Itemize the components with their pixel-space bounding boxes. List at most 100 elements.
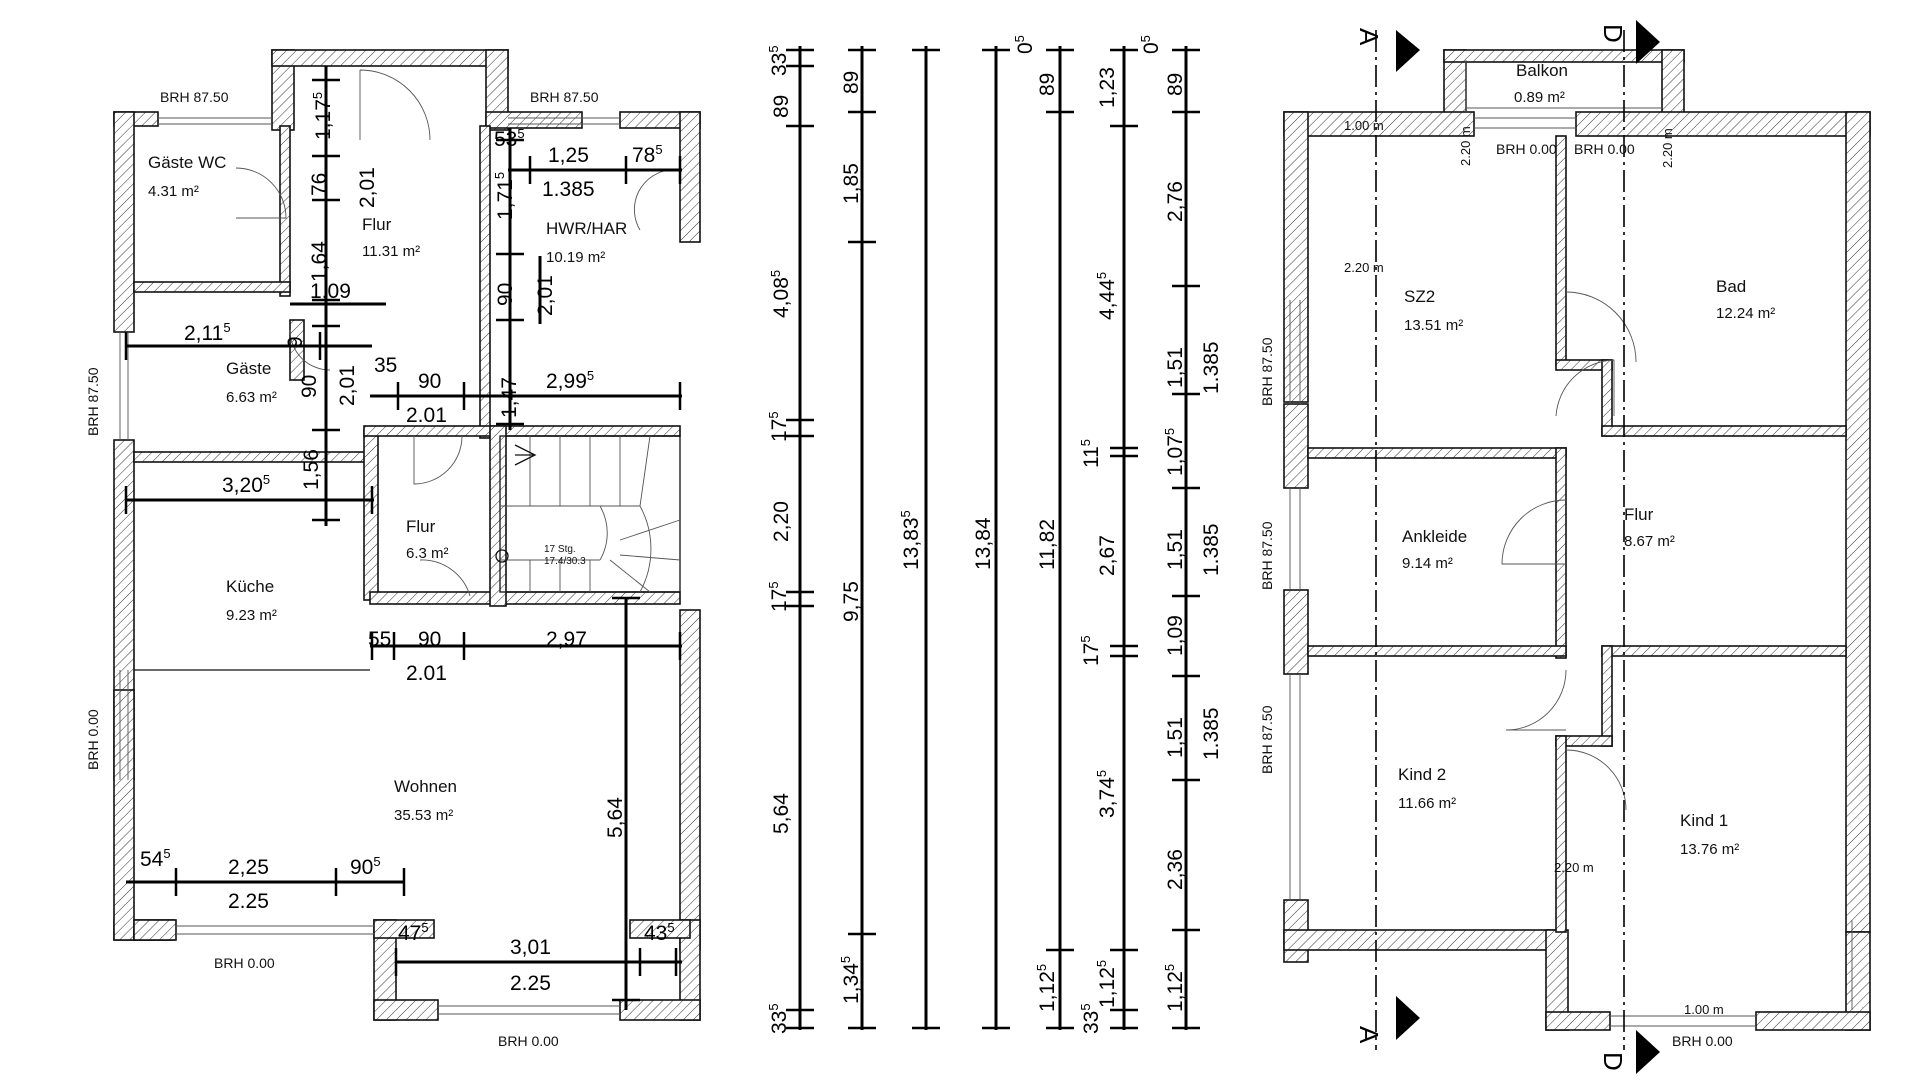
- dim-chain-7: 89 2,76 1,51 1,075 1,51 1,09 1,51 2,36 1…: [1162, 46, 1223, 1030]
- dim-label: 1,85: [840, 163, 863, 204]
- dim-label: 2.25: [510, 972, 551, 995]
- dim-label: 2,36: [1164, 849, 1187, 890]
- dim-label: 1,56: [300, 449, 323, 490]
- dim-label: 90: [298, 375, 321, 398]
- dim-label: 5,64: [770, 793, 793, 834]
- dim-label: 2,20: [770, 501, 793, 542]
- dim-label: 475: [398, 920, 429, 945]
- room-area-hwr: 10.19 m²: [546, 249, 605, 266]
- dim-chain-6: 05 1,23 4,445 115 2,67 175 3,745 1,125 3…: [1078, 35, 1163, 1034]
- brh-label: BRH 87.50: [85, 367, 101, 436]
- ground-floor-dimension-labels: 1,175 76 2,01 1,64 1,09 535 1,25 785 1.3…: [140, 92, 675, 995]
- dim-label: 3,01: [510, 936, 551, 959]
- height-label: 2.20 m: [1458, 126, 1473, 166]
- room-area-ankleide: 9.14 m²: [1402, 555, 1453, 572]
- brh-label: BRH 87.50: [1259, 705, 1275, 774]
- dim-label: 1,23: [1096, 67, 1119, 108]
- dim-label: 785: [632, 142, 663, 167]
- brh-label: BRH 0.00: [85, 709, 101, 770]
- room-area-gaeste-wc: 4.31 m²: [148, 183, 199, 200]
- room-name-flur-og: Flur: [1624, 505, 1654, 524]
- dim-label: 1.385: [1200, 523, 1223, 576]
- room-area-flur-eg: 11.31 m²: [362, 243, 420, 260]
- dim-label: 9: [284, 336, 307, 348]
- dim-label: 89: [770, 95, 793, 118]
- dim-ticks: [124, 156, 682, 976]
- brh-label: BRH 0.00: [1574, 141, 1635, 157]
- dim-label: 1.385: [542, 178, 595, 201]
- dim-label: 89: [1036, 73, 1059, 96]
- dim-label: 05: [1138, 35, 1163, 54]
- ground-floor-plan: 17 Stg. 17.4/30.3 Gäste WC 4.31 m² Flur …: [85, 49, 701, 1049]
- dim-chain-4: 13,84: [972, 46, 1010, 1030]
- dim-label: 2,01: [356, 167, 379, 208]
- dim-label: 1,075: [1162, 428, 1187, 476]
- section-label-d-bottom: D: [1598, 1052, 1628, 1071]
- room-name-gaeste: Gäste: [226, 359, 271, 378]
- room-area-flur-2: 6.3 m²: [406, 545, 449, 562]
- dim-label: 2.25: [228, 890, 269, 913]
- room-name-kind2: Kind 2: [1398, 765, 1446, 784]
- room-area-kind1: 13.76 m²: [1680, 841, 1739, 858]
- section-label-a-bottom: A: [1354, 1026, 1384, 1044]
- dim-label: 2.01: [406, 662, 447, 685]
- room-name-ankleide: Ankleide: [1402, 527, 1467, 546]
- dim-label: 1,09: [1164, 615, 1187, 656]
- dim-label: 35: [374, 354, 397, 377]
- dim-label: 2,97: [546, 628, 587, 651]
- upper-floor-height-labels: 1.00 m 2.20 m 2.20 m 2.20 m 2.20 m 1.00 …: [1344, 118, 1724, 1017]
- dim-label: 1,715: [492, 172, 517, 220]
- dim-label: 2,01: [336, 365, 359, 406]
- room-area-kind2: 11.66 m²: [1398, 795, 1456, 812]
- dim-label: 1,64: [308, 241, 331, 282]
- ground-floor-walls: [113, 49, 701, 1021]
- upper-floor-plan: A D A D Balkon 0.89 m² SZ2 13.51 m² Bad …: [1259, 20, 1871, 1074]
- stair-ratio-label: 17.4/30.3: [544, 556, 586, 567]
- brh-label: BRH 87.50: [160, 89, 229, 105]
- vertical-dimension-chains: 335 89 4,085 175 2,20 175 5,64 335 89 1,…: [766, 35, 1223, 1034]
- brh-label: BRH 87.50: [530, 89, 599, 105]
- brh-label: BRH 87.50: [1259, 521, 1275, 590]
- dim-label: 1,51: [1164, 347, 1187, 388]
- dim-label: 1.385: [1200, 341, 1223, 394]
- dim-label: 2,115: [184, 320, 231, 345]
- upper-floor-brh-labels: BRH 0.00 BRH 0.00 BRH 87.50 BRH 87.50 BR…: [1259, 141, 1733, 1049]
- dim-label: 13,835: [898, 510, 923, 570]
- room-name-balkon: Balkon: [1516, 61, 1568, 80]
- room-name-flur-2: Flur: [406, 517, 436, 536]
- dim-label: 89: [1164, 73, 1187, 96]
- section-lines: A D A D: [1354, 20, 1660, 1074]
- dim-label: 115: [1078, 439, 1103, 468]
- dim-label: 89: [840, 71, 863, 94]
- dim-label: 1,51: [1164, 717, 1187, 758]
- height-label: 2.20 m: [1344, 260, 1384, 275]
- dim-label: 4,085: [768, 270, 793, 318]
- height-label: 1.00 m: [1684, 1002, 1724, 1017]
- room-area-flur-og: 8.67 m²: [1624, 533, 1675, 550]
- dim-label: 4,445: [1094, 272, 1119, 320]
- upper-floor-walls: [1283, 49, 1871, 1031]
- room-name-bad: Bad: [1716, 277, 1746, 296]
- height-label: 2.20 m: [1554, 860, 1594, 875]
- upper-floor-doors: [1501, 291, 1637, 811]
- room-area-balkon: 0.89 m²: [1514, 89, 1565, 106]
- dim-label: 13,84: [972, 517, 995, 570]
- dim-label: 2,25: [228, 856, 269, 879]
- dim-label: 05: [1012, 35, 1037, 54]
- dim-label: 90: [494, 283, 517, 306]
- room-area-kueche: 9.23 m²: [226, 607, 277, 624]
- dim-chain-2: 89 1,85 9,75 1,345: [838, 46, 876, 1030]
- ground-floor-dimension-lines: [124, 66, 682, 1010]
- section-arrow-icon: [1396, 30, 1420, 72]
- dim-label: 90: [418, 370, 441, 393]
- ground-floor-brh-labels: BRH 87.50 BRH 87.50 BRH 87.50 BRH 0.00 B…: [85, 89, 599, 1049]
- section-label-a-top: A: [1354, 28, 1384, 46]
- room-name-flur-eg: Flur: [362, 215, 392, 234]
- dim-label: 175: [766, 411, 791, 442]
- room-name-sz2: SZ2: [1404, 287, 1435, 306]
- section-label-d-top: D: [1598, 24, 1628, 43]
- dim-label: 11,82: [1036, 519, 1059, 570]
- height-label: 1.00 m: [1344, 118, 1384, 133]
- brh-label: BRH 87.50: [1259, 337, 1275, 406]
